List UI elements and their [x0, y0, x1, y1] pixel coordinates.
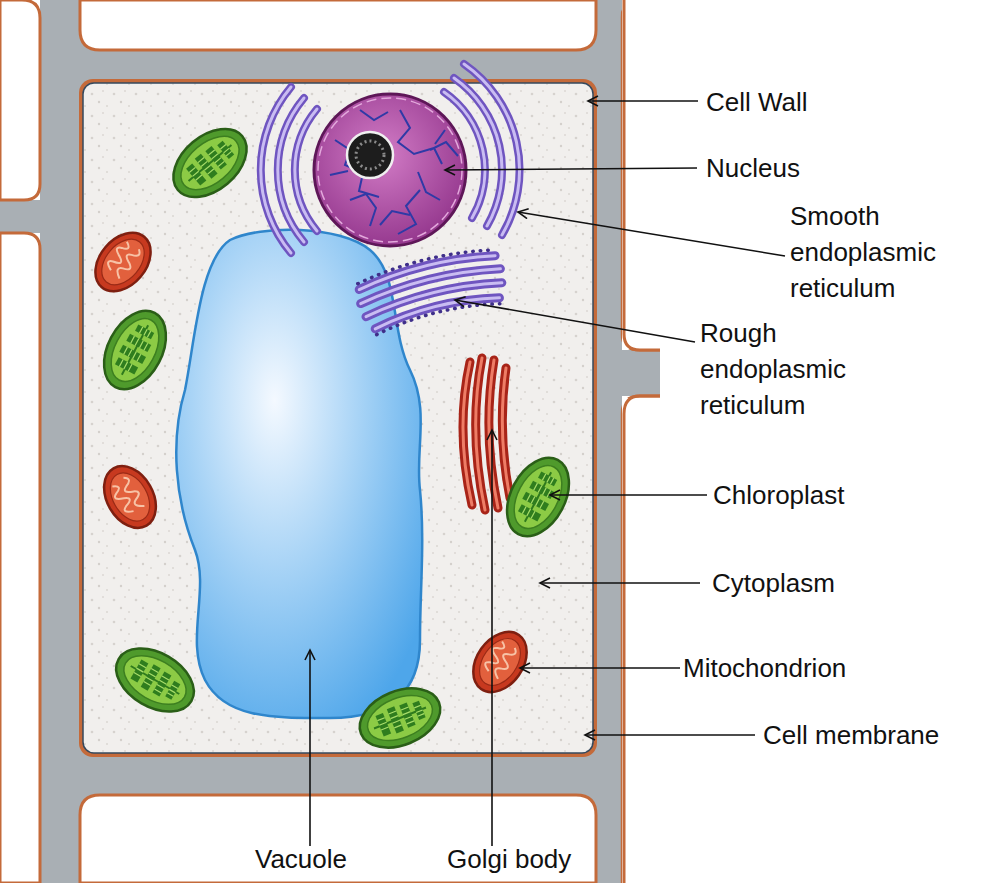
- ribosomes: [356, 243, 507, 336]
- chloroplast: [91, 300, 178, 400]
- leader-line: [540, 582, 700, 584]
- cell-wall-branch: [0, 200, 42, 233]
- leader-line: [309, 650, 311, 846]
- part-label: Rough endoplasmic reticulum: [700, 315, 865, 423]
- nucleolus: [347, 132, 393, 178]
- rough-er-outer: [356, 248, 508, 330]
- part-label: Mitochondrion: [683, 650, 846, 686]
- outside-area: [622, 0, 662, 349]
- neighbour-membrane: [624, 0, 660, 883]
- neighbour-cell: [80, 795, 596, 883]
- mitochondrion: [94, 457, 167, 537]
- rough-er-inner: [356, 248, 508, 330]
- chloroplast: [105, 636, 205, 725]
- leader-line: [518, 212, 785, 256]
- cell-wall-branch: [620, 350, 660, 396]
- cell-wall: [40, 793, 622, 883]
- golgi-body: [463, 358, 510, 510]
- cell-wall: [40, 0, 622, 795]
- chloroplast: [351, 677, 449, 759]
- smooth-er: [261, 64, 520, 253]
- part-label: Cell membrane: [763, 717, 939, 753]
- part-label: Vacuole: [255, 841, 347, 877]
- nuclear-envelope: [318, 98, 462, 242]
- leader-line: [585, 734, 755, 736]
- neighbour-cell: [0, 233, 40, 883]
- leader-line: [550, 494, 707, 496]
- mitochondrion: [84, 222, 162, 302]
- smooth-er-inner: [261, 87, 317, 253]
- neighbour-cell: [80, 0, 596, 50]
- rough-er: [354, 243, 508, 337]
- mitochondrion: [462, 622, 538, 702]
- leader-line: [520, 667, 680, 669]
- chromatin: [330, 110, 458, 234]
- neighbour-cell: [0, 0, 40, 200]
- nucleus: [314, 94, 466, 246]
- leader-line: [445, 168, 697, 170]
- nucleolus-texture: [356, 141, 384, 169]
- nucleus-body: [314, 94, 466, 246]
- chloroplast: [494, 447, 581, 547]
- golgi-outer: [463, 358, 510, 510]
- part-label: Nucleus: [706, 150, 800, 186]
- part-label: Smooth endoplasmic reticulum: [790, 198, 955, 306]
- leader-line: [491, 430, 493, 846]
- leader-line: [588, 100, 698, 102]
- leader-line: [455, 300, 695, 342]
- part-label: Golgi body: [447, 841, 571, 877]
- wall-edge: [620, 0, 621, 883]
- smooth-er-outer: [261, 87, 317, 253]
- leader-lines: [310, 101, 785, 846]
- part-label: Cytoplasm: [712, 565, 835, 601]
- vacuole: [176, 230, 422, 718]
- golgi-inner: [463, 358, 510, 510]
- chloroplast: [160, 115, 259, 210]
- outside-area: [622, 398, 662, 883]
- part-label: Chloroplast: [713, 477, 845, 513]
- part-label: Cell Wall: [706, 84, 808, 120]
